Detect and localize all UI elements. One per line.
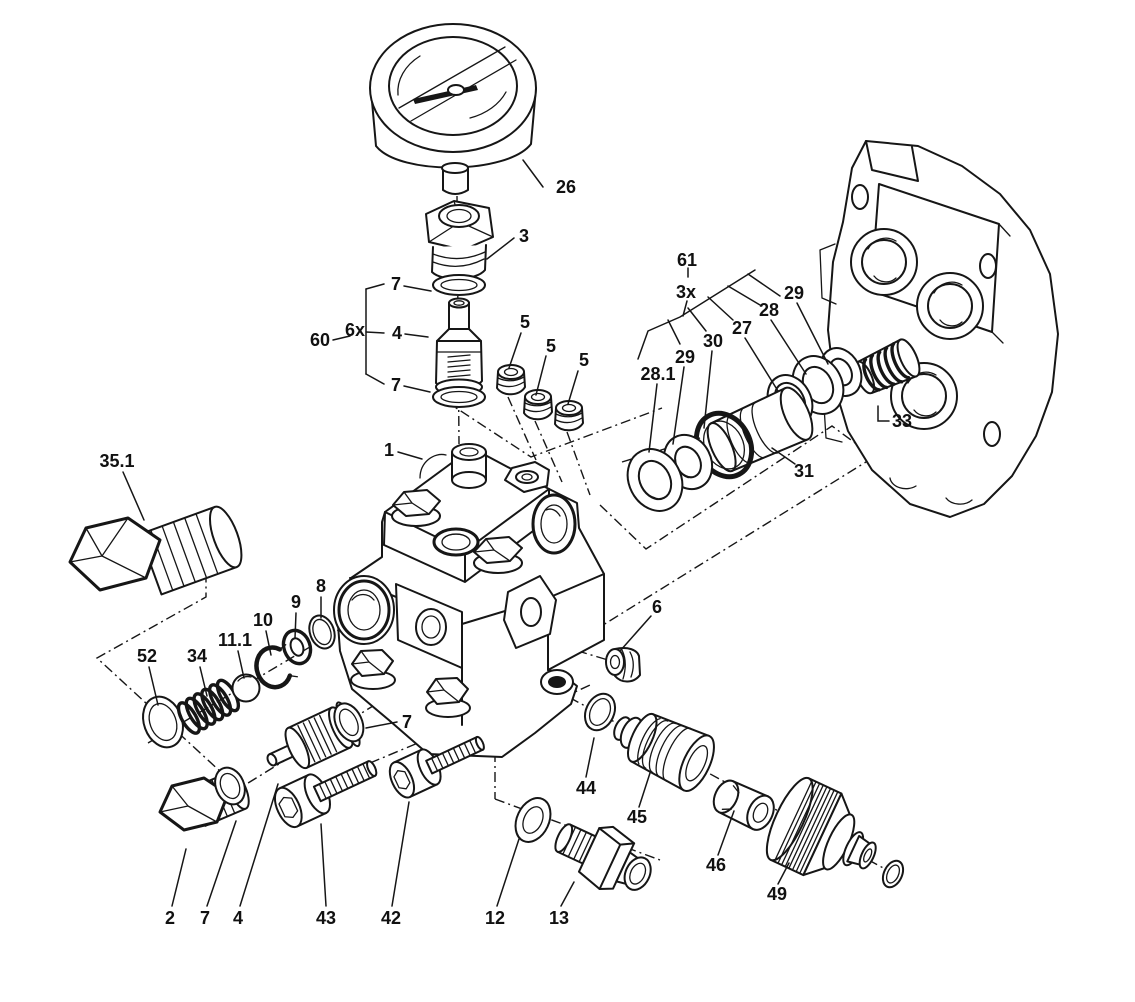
callout-30: 30 [703,331,723,351]
callout-43: 43 [316,908,336,928]
callout-45: 45 [627,807,647,827]
ball-11-1 [231,673,261,703]
plug-5a [496,364,526,396]
hex-bolt-front-right [425,677,471,718]
callout-1: 1 [384,440,394,460]
knob-49 [765,776,877,877]
callout-42: 42 [381,908,401,928]
callout-6: 6 [652,597,662,617]
o-ring-7-plug2 [214,766,246,806]
fitting-13 [554,823,652,891]
callout-46: 46 [706,855,726,875]
callout-5: 5 [546,336,556,356]
callout-6x: 6x [345,320,365,340]
support-ring-28-1 [626,448,684,512]
callout-8: 8 [316,576,326,596]
valve-seat-stud [451,443,487,489]
o-ring-7-top [432,274,486,296]
callout-33: 33 [892,411,912,431]
plug-5b [523,389,553,421]
plug-5c [554,400,584,432]
callout-7: 7 [391,375,401,395]
callout-35.1: 35.1 [99,451,134,471]
drain-plug-35-1 [68,505,243,596]
pump-manifold [333,443,605,758]
hex-bolt-top-center [473,536,523,574]
bearing-bore-1 [850,228,918,296]
callout-52: 52 [137,646,157,666]
callout-12: 12 [485,908,505,928]
grooved-ring-9 [281,628,313,666]
leader-lines [122,159,890,907]
callout-44: 44 [576,778,596,798]
o-ring-49 [881,859,905,889]
callout-60: 60 [310,330,330,350]
callout-10: 10 [253,610,273,630]
coupler-45 [613,712,715,792]
callout-29: 29 [784,283,804,303]
bolt-43 [273,760,378,829]
piston-sleeve-31 [706,386,814,473]
callout-2: 2 [165,908,175,928]
callout-11.1: 11.1 [218,630,252,650]
o-ring-7-bottom [432,386,486,408]
plug-6 [605,646,641,683]
callout-31: 31 [794,461,814,481]
callout-3: 3 [519,226,529,246]
callout-5: 5 [579,350,589,370]
o-ring-7-unloader [333,702,365,743]
washer-12 [514,797,552,843]
callout-4: 4 [233,908,243,928]
valve-cartridge [435,297,483,396]
callout-13: 13 [549,908,569,928]
callout-26: 26 [556,177,576,197]
callout-27: 27 [732,318,752,338]
callout-7: 7 [200,908,210,928]
spring-34 [176,678,241,735]
callout-28: 28 [759,300,779,320]
callout-28.1: 28.1 [640,364,675,384]
bearing-bore-2 [916,272,984,340]
callout-4: 4 [392,323,402,343]
hex-bolt-top-left [391,489,441,527]
o-ring-44 [583,692,617,732]
callout-7: 7 [391,274,401,294]
o-ring-52 [142,695,184,749]
callout-49: 49 [767,884,787,904]
hex-bolt-front-left [350,649,396,690]
bolt-42 [388,735,485,799]
pressure-gauge [369,23,537,195]
insert-46 [712,779,775,831]
callout-7: 7 [402,712,412,732]
callout-5: 5 [520,312,530,332]
crankcase-flange [819,140,1059,518]
gauge-adapter-fitting [425,200,494,280]
o-ring-8 [308,614,336,650]
callout-3x: 3x [676,282,696,302]
callout-9: 9 [291,592,301,612]
callout-61: 61 [677,250,697,270]
callout-34: 34 [187,646,207,666]
callout-29: 29 [675,347,695,367]
